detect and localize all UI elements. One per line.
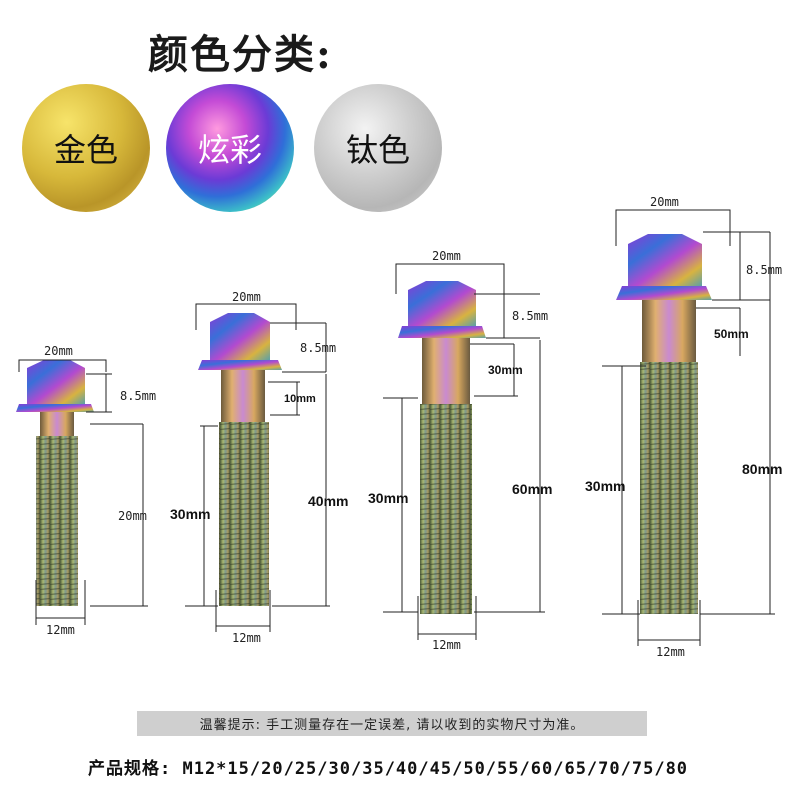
bolt-4-length: 80mm bbox=[742, 461, 782, 477]
bolt-1-diameter: 12mm bbox=[46, 623, 75, 637]
bolt-1-thread bbox=[36, 436, 78, 606]
bolt-4-head-width: 20mm bbox=[650, 195, 679, 209]
bolt-2-head-height: 8.5mm bbox=[300, 341, 336, 355]
gold-label: 金色 bbox=[53, 131, 118, 169]
bolt-4-flange bbox=[616, 286, 712, 300]
bolt-2-flange bbox=[198, 360, 282, 370]
bolt-1-head-height: 8.5mm bbox=[120, 389, 156, 403]
page-title: 颜色分类: bbox=[148, 31, 333, 78]
titanium-swatch[interactable]: 钛色 bbox=[314, 84, 442, 212]
bolt-2-head-width: 20mm bbox=[232, 290, 261, 304]
bolt-4-thread bbox=[640, 362, 698, 614]
bolt-2-thread-length: 30mm bbox=[170, 506, 210, 522]
bolt-3-flange bbox=[398, 326, 486, 338]
bolt-3-diameter: 12mm bbox=[432, 638, 461, 652]
bolt-2-shank bbox=[221, 370, 265, 422]
bolt-3-thread-length: 30mm bbox=[368, 490, 408, 506]
bolt-4-shank-length: 50mm bbox=[714, 327, 749, 341]
bolt-3-head bbox=[408, 281, 476, 326]
bolt-1-head bbox=[27, 360, 85, 404]
gold-swatch[interactable]: 金色 bbox=[22, 84, 150, 212]
bolt-3-head-height: 8.5mm bbox=[512, 309, 548, 323]
titanium-label: 钛色 bbox=[345, 131, 410, 169]
bolt-1-neck bbox=[40, 412, 74, 436]
bolt-3-thread bbox=[420, 404, 472, 614]
bolt-1: 20mm 8.5mm 20mm 12mm bbox=[16, 344, 156, 637]
bolt-2: 20mm 8.5mm 10mm 30mm 40mm 12mm bbox=[170, 290, 348, 645]
bolt-3-shank bbox=[422, 338, 470, 404]
bolt-2-shank-length: 10mm bbox=[284, 393, 316, 405]
rainbow-label: 炫彩 bbox=[197, 131, 262, 169]
bolt-4-diameter: 12mm bbox=[656, 645, 685, 659]
bolt-3-head-width: 20mm bbox=[432, 249, 461, 263]
bolt-1-length: 20mm bbox=[118, 509, 147, 523]
bolt-3: 20mm 8.5mm 30mm 30mm 60mm 12mm bbox=[368, 249, 552, 652]
bolt-2-thread bbox=[219, 422, 269, 606]
bolt-4-head-height: 8.5mm bbox=[746, 263, 782, 277]
bolt-1-head-width: 20mm bbox=[44, 344, 73, 358]
product-spec: 产品规格: M12*15/20/25/30/35/40/45/50/55/60/… bbox=[88, 759, 689, 779]
rainbow-swatch[interactable]: 炫彩 bbox=[166, 84, 294, 212]
measurement-notice: 温馨提示: 手工测量存在一定误差, 请以收到的实物尺寸为准。 bbox=[137, 711, 647, 736]
bolt-3-length: 60mm bbox=[512, 481, 552, 497]
bolt-4: 20mm 8.5mm 50mm 30mm 80mm 12mm bbox=[585, 195, 782, 659]
bolt-3-shank-length: 30mm bbox=[488, 363, 523, 377]
bolt-4-head bbox=[628, 234, 702, 286]
bolt-1-flange bbox=[16, 404, 94, 412]
bolt-2-diameter: 12mm bbox=[232, 631, 261, 645]
bolt-4-shank bbox=[642, 300, 696, 362]
bolt-4-thread-length: 30mm bbox=[585, 478, 625, 494]
bolt-2-length: 40mm bbox=[308, 493, 348, 509]
bolt-2-head bbox=[210, 313, 270, 360]
